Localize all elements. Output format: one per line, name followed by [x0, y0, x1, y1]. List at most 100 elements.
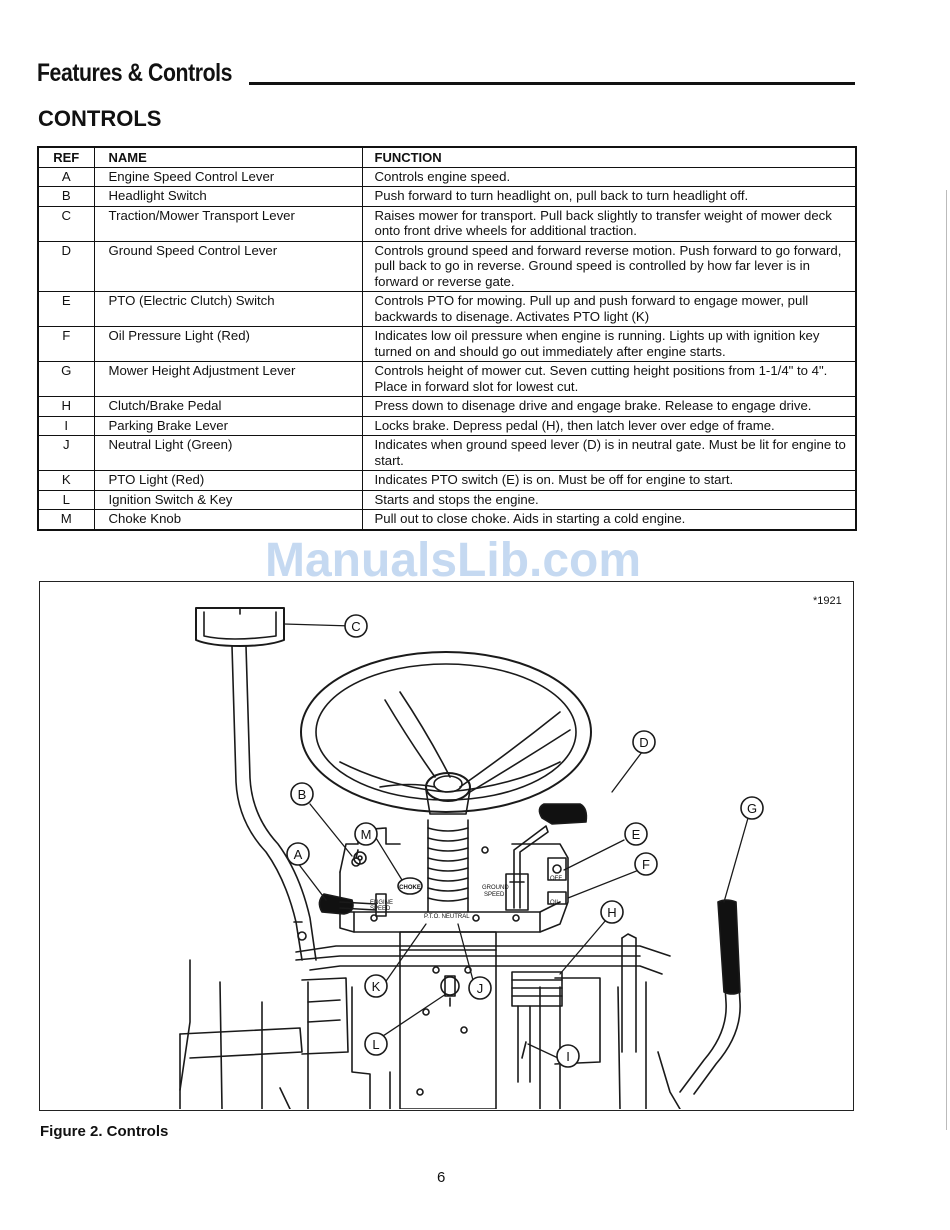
callout-b: B	[290, 782, 314, 806]
off-label: OFF	[550, 876, 562, 882]
row-function: Indicates low oil pressure when engine i…	[361, 326, 857, 362]
oil-label: OIL	[550, 900, 560, 906]
title-rule	[249, 82, 855, 85]
callouts: A B C D E F G	[286, 614, 764, 1068]
row-function: Indicates PTO switch (E) is on. Must be …	[361, 470, 857, 491]
header-function: FUNCTION	[361, 146, 857, 168]
row-ref: L	[37, 489, 95, 510]
header-name: NAME	[93, 146, 363, 168]
right-post	[621, 933, 637, 1053]
row-function: Raises mower for transport. Pull back sl…	[361, 205, 857, 242]
center-column	[399, 931, 497, 1109]
row-ref: C	[37, 205, 95, 242]
table-row: B Headlight Switch Push forward to turn …	[37, 186, 857, 207]
row-ref: A	[37, 166, 95, 187]
row-name: PTO (Electric Clutch) Switch	[93, 291, 363, 327]
row-ref: D	[37, 240, 95, 292]
controls-figure: *1921	[39, 581, 854, 1111]
row-function: Indicates when ground speed lever (D) is…	[361, 435, 857, 471]
svg-text:C: C	[351, 619, 360, 634]
row-name: Mower Height Adjustment Lever	[93, 361, 363, 397]
clutch-brake-pedal	[511, 971, 563, 1083]
callout-j: J	[468, 976, 492, 1000]
row-ref: B	[37, 186, 95, 207]
table-row: I Parking Brake Lever Locks brake. Depre…	[37, 415, 857, 436]
row-name: Ignition Switch & Key	[93, 489, 363, 510]
row-ref: G	[37, 361, 95, 397]
choke-label: CHOKE	[399, 885, 421, 891]
ground-speed-lever	[505, 803, 588, 911]
watermark: ManualsLib.com	[265, 534, 642, 587]
dash-panel	[339, 827, 569, 933]
page-number: 6	[437, 1169, 446, 1186]
svg-text:J: J	[477, 981, 484, 996]
row-function: Locks brake. Depress pedal (H), then lat…	[361, 415, 857, 436]
ignition-switch	[440, 975, 460, 1007]
section-header: Features & Controls	[37, 58, 855, 88]
header-ref: REF	[37, 146, 95, 168]
row-ref: K	[37, 470, 95, 491]
row-name: Neutral Light (Green)	[93, 435, 363, 471]
callout-i: I	[556, 1044, 580, 1068]
table-row: F Oil Pressure Light (Red) Indicates low…	[37, 326, 857, 362]
pto-neutral-label: P.T.O. NEUTRAL	[424, 914, 470, 920]
svg-text:B: B	[298, 787, 307, 802]
table-row: L Ignition Switch & Key Starts and stops…	[37, 489, 857, 510]
engine-speed-lever	[318, 893, 387, 917]
row-ref: I	[37, 415, 95, 436]
table-row: D Ground Speed Control Lever Controls gr…	[37, 240, 857, 292]
steering-wheel	[300, 651, 592, 815]
row-function: Push forward to turn headlight on, pull …	[361, 186, 857, 207]
table-row: H Clutch/Brake Pedal Press down to disen…	[37, 396, 857, 417]
ground-speed-label-2: SPEED	[484, 892, 505, 898]
engine-speed-label: ENGINE	[370, 900, 393, 906]
row-function: Controls PTO for mowing. Pull up and pus…	[361, 291, 857, 327]
row-ref: J	[37, 435, 95, 471]
controls-heading: CONTROLS	[38, 106, 162, 131]
row-name: Traction/Mower Transport Lever	[93, 205, 363, 242]
row-function: Pull out to close choke. Aids in startin…	[361, 509, 857, 530]
svg-text:I: I	[566, 1049, 570, 1064]
callout-d: D	[632, 730, 656, 754]
svg-text:D: D	[639, 735, 648, 750]
table-header-row: REF NAME FUNCTION	[37, 146, 857, 168]
callout-c: C	[344, 614, 368, 638]
row-name: Engine Speed Control Lever	[93, 166, 363, 187]
tractor-body	[179, 945, 681, 1109]
table-row: C Traction/Mower Transport Lever Raises …	[37, 205, 857, 242]
ground-speed-label: GROUND	[482, 885, 509, 891]
height-adjustment-lever	[679, 899, 741, 1095]
table-row: G Mower Height Adjustment Lever Controls…	[37, 361, 857, 397]
steering-shaft-boot	[427, 819, 469, 913]
svg-text:E: E	[632, 827, 641, 842]
section-title: Features & Controls	[37, 59, 233, 87]
table-row: M Choke Knob Pull out to close choke. Ai…	[37, 509, 857, 530]
callout-e: E	[624, 822, 648, 846]
figure-code: *1921	[813, 595, 842, 607]
figure-caption: Figure 2. Controls	[40, 1123, 169, 1140]
row-name: Choke Knob	[93, 509, 363, 530]
row-function: Press down to disenage drive and engage …	[361, 396, 857, 417]
table-row: K PTO Light (Red) Indicates PTO switch (…	[37, 470, 857, 491]
choke-knob: CHOKE	[397, 877, 423, 895]
row-name: Parking Brake Lever	[93, 415, 363, 436]
mower-controls-illustration: *1921	[179, 595, 842, 1109]
callout-a: A	[286, 842, 310, 866]
row-name: PTO Light (Red)	[93, 470, 363, 491]
row-name: Clutch/Brake Pedal	[93, 396, 363, 417]
scan-edge-line	[946, 190, 947, 1130]
callout-m: M	[354, 822, 378, 846]
controls-table: REF NAME FUNCTION A Engine Speed Control…	[37, 146, 857, 531]
svg-text:G: G	[747, 801, 757, 816]
row-ref: E	[37, 291, 95, 327]
table-row: E PTO (Electric Clutch) Switch Controls …	[37, 291, 857, 327]
row-name: Headlight Switch	[93, 186, 363, 207]
row-ref: M	[37, 509, 95, 530]
row-function: Controls engine speed.	[361, 166, 857, 187]
row-ref: H	[37, 396, 95, 417]
row-name: Oil Pressure Light (Red)	[93, 326, 363, 362]
table-row: J Neutral Light (Green) Indicates when g…	[37, 435, 857, 471]
svg-text:L: L	[372, 1037, 379, 1052]
row-function: Controls ground speed and forward revers…	[361, 240, 857, 292]
table-row: A Engine Speed Control Lever Controls en…	[37, 166, 857, 187]
